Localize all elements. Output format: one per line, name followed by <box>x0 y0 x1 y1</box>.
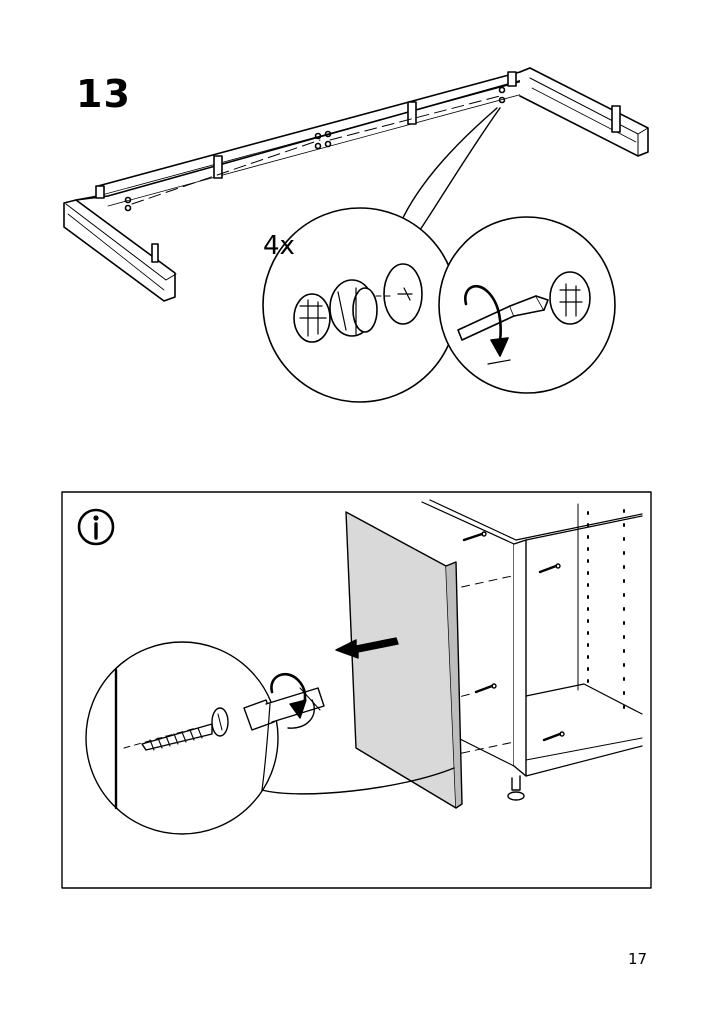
page-number: 17 <box>628 950 648 968</box>
info-icon <box>77 508 115 546</box>
quantity-label: 4x <box>263 231 295 261</box>
step-number: 13 <box>76 72 131 116</box>
